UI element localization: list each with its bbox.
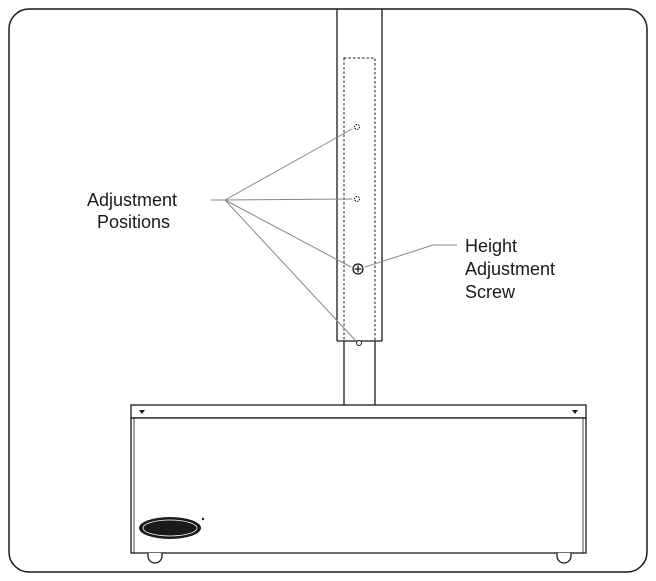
height-adjustment-screw-leader-line: [364, 244, 457, 268]
base-cabinet: [130, 404, 587, 554]
height-adjustment-screw-label-line1: Height: [465, 236, 517, 256]
height-adjustment-screw-label-line3: Screw: [465, 282, 516, 302]
adjustment-positions-label-line1: Adjustment: [87, 190, 177, 210]
hatco-logo: Hatco: [139, 517, 205, 539]
caster-left: [147, 553, 163, 564]
height-adjustment-screw-icon: [352, 263, 364, 275]
adjustment-hole-top: [354, 124, 360, 130]
lower-post: [343, 341, 376, 405]
hatco-logo-text: Hatco: [152, 521, 188, 536]
caster-right: [556, 553, 572, 564]
adjustment-hole-bottom: [356, 340, 362, 346]
adjustment-hole-middle: [354, 196, 360, 202]
adjustment-positions-label-line2: Positions: [97, 212, 170, 232]
height-adjustment-screw-label-line2: Adjustment: [465, 259, 555, 279]
adjustment-positions-leader-lines: [211, 128, 356, 341]
